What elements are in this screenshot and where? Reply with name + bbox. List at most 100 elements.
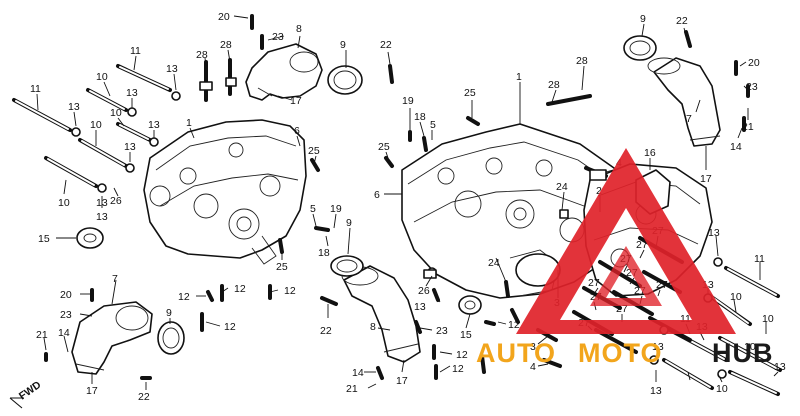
callout-label: 9 bbox=[346, 217, 352, 229]
callout-label: 10 bbox=[762, 313, 774, 325]
callout-label: 17 bbox=[86, 385, 98, 397]
callout-label: 13 bbox=[126, 87, 138, 99]
callout-label: 13 bbox=[652, 341, 664, 353]
callout-label: 25 bbox=[308, 145, 320, 157]
callout-label: 3 bbox=[530, 341, 536, 353]
callout-label: 13 bbox=[774, 361, 786, 373]
callout-label: 28 bbox=[576, 55, 588, 67]
callout-label: 15 bbox=[38, 233, 50, 245]
callout-label: 28 bbox=[196, 49, 208, 61]
watermark-hub-text: HUB bbox=[712, 338, 774, 368]
callout-label: 7 bbox=[686, 113, 692, 125]
callout-label: 27 bbox=[656, 279, 668, 291]
callout-label: 14 bbox=[352, 367, 364, 379]
callout-label: 25 bbox=[378, 141, 390, 153]
callout-label: 13 bbox=[96, 211, 108, 223]
callout-label: 6 bbox=[294, 125, 300, 137]
callout-label: 12 bbox=[456, 349, 468, 361]
callout-label: 5 bbox=[430, 119, 436, 131]
callout-label: 8 bbox=[370, 321, 376, 333]
callout-label: 24 bbox=[556, 181, 568, 193]
callout-label: 13 bbox=[650, 385, 662, 397]
callout-label: 12 bbox=[234, 283, 246, 295]
callout-label: 25 bbox=[464, 87, 476, 99]
callout-label: 5 bbox=[310, 203, 316, 215]
callout-label: 12 bbox=[178, 291, 190, 303]
callout-label: 19 bbox=[402, 95, 414, 107]
callout-label: 13 bbox=[414, 301, 426, 313]
callout-label: 10 bbox=[110, 107, 122, 119]
callout-label: 4 bbox=[530, 361, 536, 373]
callout-label: 12 bbox=[508, 319, 520, 331]
callout-label: 28 bbox=[220, 39, 232, 51]
callout-label: 13 bbox=[124, 141, 136, 153]
callout-label: 14 bbox=[58, 327, 70, 339]
callout-label: 27 bbox=[588, 277, 600, 289]
callout-label: 17 bbox=[700, 173, 712, 185]
callout-label: 22 bbox=[380, 39, 392, 51]
callout-label: 23 bbox=[746, 81, 758, 93]
callout-label: 14 bbox=[730, 141, 742, 153]
callout-label: 16 bbox=[644, 147, 656, 159]
callout-label: 20 bbox=[60, 289, 72, 301]
callout-label: 22 bbox=[138, 391, 150, 403]
callout-label: 9 bbox=[340, 39, 346, 51]
callout-label: 10 bbox=[58, 197, 70, 209]
callout-label: 27 bbox=[616, 303, 628, 315]
callout-label: 18 bbox=[414, 111, 426, 123]
left-cylinder-head bbox=[143, 119, 307, 265]
intake-pipe-lower-left bbox=[71, 301, 153, 375]
watermark-brand-text: AUTO MOTO HUB bbox=[476, 338, 774, 368]
callout-label: 26 bbox=[418, 285, 430, 297]
callout-label: 6 bbox=[374, 189, 380, 201]
callout-label: 20 bbox=[218, 11, 230, 23]
callout-label: 22 bbox=[320, 325, 332, 337]
callout-label: 10 bbox=[730, 291, 742, 303]
callout-label: 1 bbox=[516, 71, 522, 83]
callout-label: 17 bbox=[290, 95, 302, 107]
leader-lines bbox=[36, 15, 779, 390]
callout-label: 12 bbox=[224, 321, 236, 333]
callout-label: 18 bbox=[318, 247, 330, 259]
callout-label: 25 bbox=[276, 261, 288, 273]
callout-label: 13 bbox=[702, 279, 714, 291]
callout-label: 13 bbox=[166, 63, 178, 75]
callout-label: 1 bbox=[186, 117, 192, 129]
callout-label: 12 bbox=[452, 363, 464, 375]
callout-label: 13 bbox=[96, 197, 108, 209]
watermark-auto-text: AUTO bbox=[476, 338, 556, 368]
callout-label: 11 bbox=[754, 253, 765, 265]
callout-label: 13 bbox=[708, 227, 720, 239]
callout-label: 10 bbox=[716, 383, 728, 395]
callout-label: 10 bbox=[90, 119, 102, 131]
intake-pipe-upper-right bbox=[647, 57, 721, 147]
callout-label: 26 bbox=[110, 195, 122, 207]
callout-label: 11 bbox=[130, 45, 141, 57]
callout-label: 11 bbox=[30, 83, 41, 95]
callout-label: 21 bbox=[346, 383, 358, 395]
clamp-bands bbox=[157, 35, 657, 355]
callout-label: 9 bbox=[166, 307, 172, 319]
watermark-triangle-logo-icon bbox=[516, 148, 736, 334]
callout-label: 2 bbox=[596, 185, 602, 197]
callout-label: 17 bbox=[396, 375, 408, 387]
callout-label: 10 bbox=[96, 71, 108, 83]
callout-label: 28 bbox=[548, 79, 560, 91]
long-bolts bbox=[12, 64, 782, 396]
callout-label: 13 bbox=[68, 101, 80, 113]
callout-label: 7 bbox=[112, 273, 118, 285]
callout-label: 27 bbox=[634, 285, 646, 297]
callout-labels: 20 23 8 28 28 9 17 11 13 10 11 13 13 10 … bbox=[30, 11, 786, 403]
callout-label: 23 bbox=[272, 31, 284, 43]
callout-label: 23 bbox=[436, 325, 448, 337]
callout-label: 10 bbox=[744, 341, 756, 353]
intake-pipe-upper-left bbox=[245, 43, 323, 101]
callout-label: 9 bbox=[640, 13, 646, 25]
callout-label: 22 bbox=[676, 15, 688, 27]
watermark-moto-text: MOTO bbox=[578, 338, 663, 368]
callout-label: 23 bbox=[60, 309, 72, 321]
callout-label: 21 bbox=[742, 121, 754, 133]
callout-label: 13 bbox=[148, 119, 160, 131]
